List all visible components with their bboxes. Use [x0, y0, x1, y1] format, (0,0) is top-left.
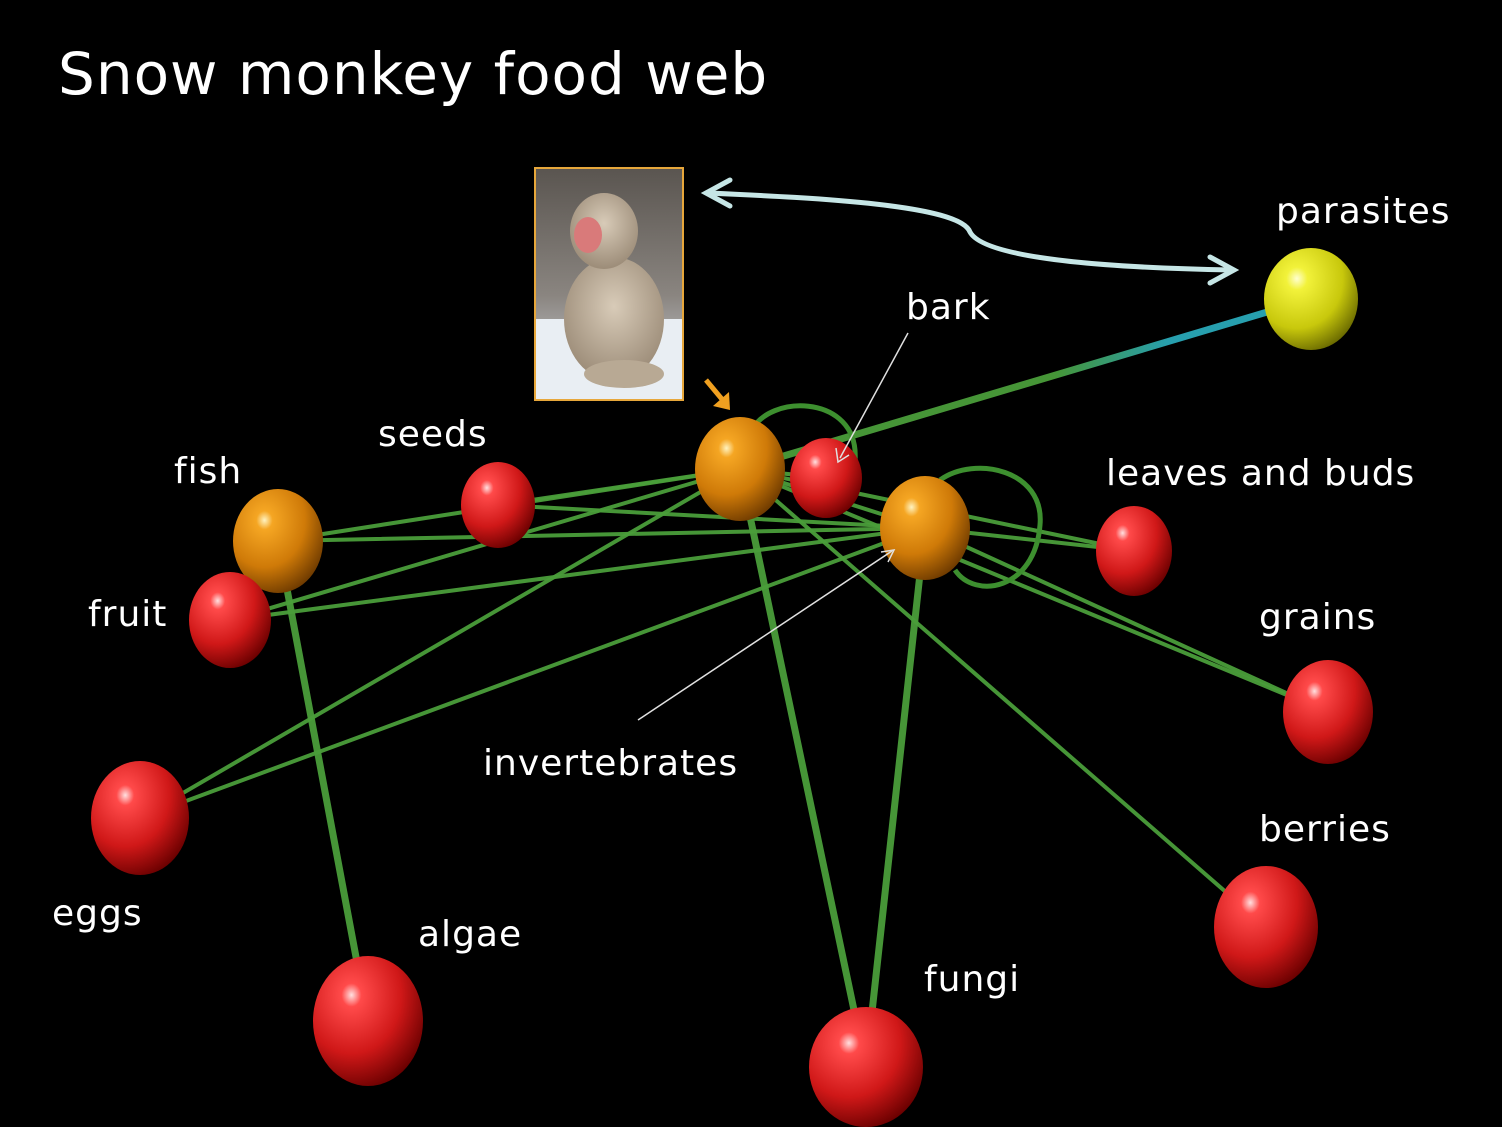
invertebrates-pointer-line — [637, 550, 893, 721]
label-fungi: fungi — [924, 959, 1021, 1000]
link-monkey-fungi — [736, 465, 870, 1071]
label-seeds: seeds — [378, 414, 488, 455]
label-leaves-and-buds: leaves and buds — [1106, 453, 1416, 494]
node-parasites — [1264, 248, 1358, 350]
annotation-arrows — [637, 177, 1240, 721]
link-fish-algae — [274, 537, 372, 1025]
invertebrates-self-loop — [938, 465, 1043, 589]
monkey-pointer-head — [713, 392, 730, 410]
node-fish — [233, 489, 323, 593]
link-invertebrates-fungi — [862, 524, 929, 1071]
node-seeds — [461, 462, 535, 548]
link-monkey-eggs — [138, 467, 742, 820]
label-parasites: parasites — [1276, 191, 1451, 232]
link-invertebrates-grains — [923, 526, 1330, 714]
arrowhead-right — [1207, 254, 1240, 286]
link-invertebrates-eggs — [138, 526, 927, 820]
parasite-interaction-arrow — [707, 190, 1233, 273]
label-fruit: fruit — [88, 594, 168, 635]
node-leaves — [1096, 506, 1172, 596]
label-berries: berries — [1259, 809, 1391, 850]
link-invertebrates-fruit — [228, 526, 927, 622]
label-invertebrates: invertebrates — [483, 743, 739, 784]
label-fish: fish — [174, 451, 243, 492]
bark-pointer-line — [839, 332, 909, 459]
node-invertebrates — [880, 476, 970, 580]
nodes-layer — [91, 248, 1373, 1127]
node-fungi — [809, 1007, 923, 1127]
arrowhead-left — [700, 177, 733, 209]
node-algae — [313, 956, 423, 1086]
node-monkey — [695, 417, 785, 521]
bark-pointer-head — [835, 447, 850, 464]
slide-title: Snow monkey food web — [58, 40, 769, 108]
node-eggs — [91, 761, 189, 875]
link-monkey-berries — [738, 467, 1268, 929]
label-eggs: eggs — [52, 893, 143, 934]
label-algae: algae — [418, 914, 523, 955]
snow-monkey-photo — [534, 167, 684, 401]
invertebrates-pointer-head — [880, 549, 896, 563]
label-bark: bark — [906, 287, 991, 328]
link-invertebrates-seeds — [496, 503, 927, 530]
node-bark — [790, 438, 862, 518]
label-grains: grains — [1259, 597, 1377, 638]
snow-monkey-image — [536, 169, 682, 399]
node-berries — [1214, 866, 1318, 988]
node-fruit — [189, 572, 271, 668]
links-layer — [138, 295, 1330, 1071]
link-invertebrates-fish — [276, 526, 927, 543]
node-grains — [1283, 660, 1373, 764]
